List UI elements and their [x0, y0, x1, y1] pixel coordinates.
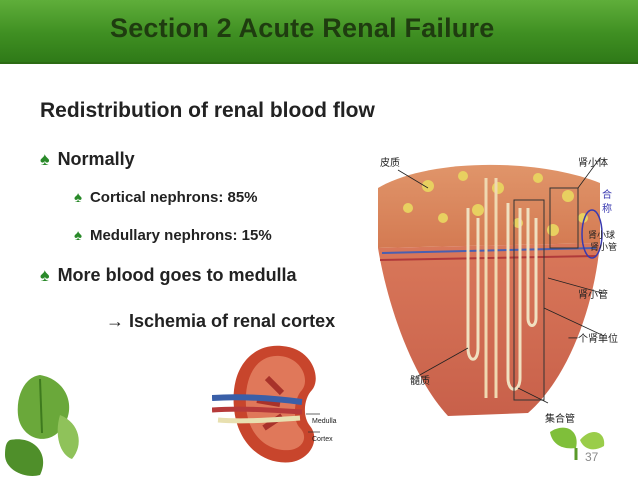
- label-nephron: 一个肾单位: [568, 334, 618, 345]
- label-renal-corpuscle: 肾小体: [578, 158, 608, 169]
- nephron-diagram: [378, 157, 605, 416]
- spade-bullet-icon: ♠: [74, 227, 82, 244]
- leaf-decoration-right: [550, 427, 605, 460]
- label-glomerulus: 肾小球: [588, 230, 616, 240]
- label-he: 合: [602, 190, 612, 201]
- leaf-decoration-left: [5, 375, 79, 476]
- bullet-normally: ♠Normally: [40, 149, 135, 169]
- label-medulla: 髓质: [410, 376, 430, 387]
- kidney-label-medulla: Medulla: [312, 418, 337, 425]
- spade-bullet-icon: ♠: [40, 149, 50, 169]
- label-renal-tubule: 肾小管: [578, 290, 608, 301]
- label-cortex: 皮质: [380, 158, 400, 169]
- page-number: 37: [585, 450, 599, 464]
- spade-bullet-icon: ♠: [40, 265, 50, 285]
- slide-title: Section 2 Acute Renal Failure: [110, 13, 495, 43]
- title-bar: Section 2 Acute Renal Failure: [0, 0, 638, 64]
- label-collecting-duct: 集合管: [545, 414, 575, 425]
- label-cheng: 称: [602, 204, 612, 215]
- ischemia-text: → Ischemia of renal cortex: [106, 311, 336, 331]
- kidney-illustration: [212, 345, 320, 463]
- subtitle: Redistribution of renal blood flow: [40, 99, 375, 122]
- bullet-more-blood: ♠More blood goes to medulla: [40, 265, 297, 285]
- spade-bullet-icon: ♠: [74, 189, 82, 206]
- bullet-medullary-nephrons: ♠Medullary nephrons: 15%: [74, 227, 272, 244]
- bullet-cortical-nephrons: ♠Cortical nephrons: 85%: [74, 189, 258, 206]
- label-renal-tubule-short: 肾小管: [590, 242, 618, 252]
- kidney-label-cortex: Cortex: [312, 436, 333, 443]
